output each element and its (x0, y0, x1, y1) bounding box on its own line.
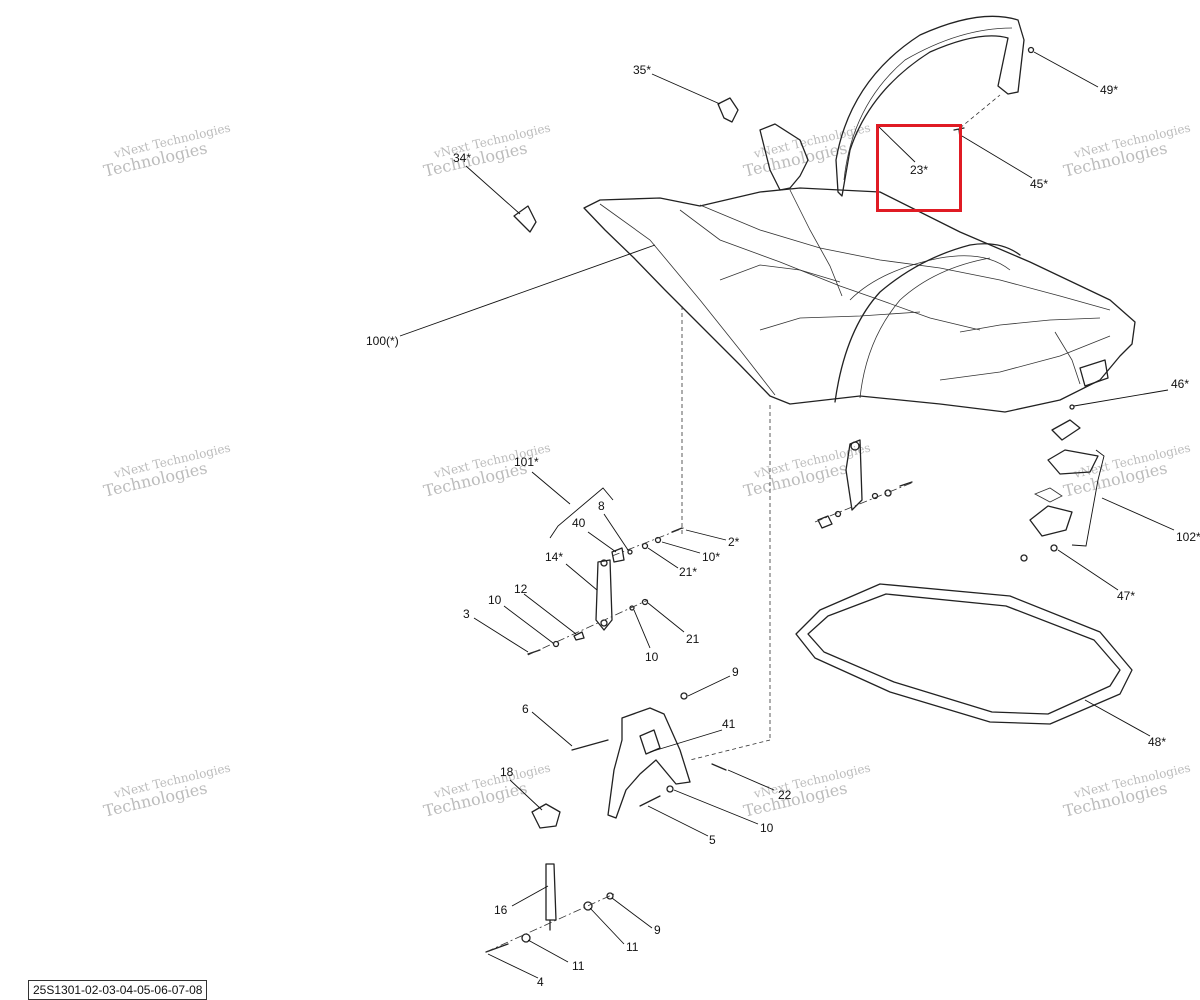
callout-3: 3 (463, 607, 470, 621)
watermark: vNext Technologies Technologies (102, 760, 232, 820)
support-bracket-part-41[interactable] (571, 692, 727, 819)
callout-18: 18 (500, 765, 514, 779)
callout-10-star: 10* (702, 550, 720, 564)
callout-8: 8 (598, 499, 605, 513)
screw-part-49[interactable] (1027, 46, 1035, 54)
seal-part-48[interactable] (795, 583, 1133, 725)
callout-10: 10 (645, 650, 659, 664)
callout-21: 21 (686, 632, 700, 646)
callout-23[interactable]: 23* (910, 163, 928, 177)
callout-45: 45* (1030, 177, 1048, 191)
callout-10: 10 (488, 593, 502, 607)
latch-part-102[interactable] (1020, 419, 1099, 562)
diagram-reference-code: 25S1301-02-03-04-05-06-07-08 (28, 980, 208, 1000)
leader-lines (399, 51, 1175, 979)
clamp-part-18[interactable] (531, 803, 561, 829)
watermark: vNext Technologies Technologies (422, 440, 552, 500)
watermark: vNext Technologies Technologies (102, 440, 232, 500)
washer-part-46[interactable] (1069, 404, 1075, 410)
seat-part[interactable] (583, 123, 1136, 413)
callout-34: 34* (453, 151, 471, 165)
watermark: vNext Technologies Technologies (422, 760, 552, 820)
cap-part-35[interactable] (717, 97, 739, 123)
watermark: vNext Technologies Technologies (1062, 440, 1192, 500)
callout-5: 5 (709, 833, 716, 847)
callout-40: 40 (572, 516, 586, 530)
callout-48: 48* (1148, 735, 1166, 749)
callout-10: 10 (760, 821, 774, 835)
bracket-group-101 (549, 487, 614, 539)
callout-46: 46* (1171, 377, 1189, 391)
link-arm-part-14[interactable] (595, 559, 613, 631)
callout-labels: 35* 34* 100(*) 23* 49* 45* 46* 102* 47* … (366, 63, 1200, 989)
callout-9: 9 (654, 923, 661, 937)
callout-14: 14* (545, 550, 563, 564)
callout-12: 12 (514, 582, 528, 596)
callout-2: 2* (728, 535, 740, 549)
strap-part[interactable] (835, 15, 1025, 197)
callout-21-star: 21* (679, 565, 697, 579)
callout-16: 16 (494, 903, 508, 917)
callout-41: 41 (722, 717, 736, 731)
callout-22: 22 (778, 788, 792, 802)
watermark: vNext Technologies Technologies (422, 120, 552, 180)
watermarks: vNext Technologies Technologies vNext Te… (102, 120, 1192, 820)
callout-49: 49* (1100, 83, 1118, 97)
callout-101: 101* (514, 455, 539, 469)
watermark: vNext Technologies Technologies (1062, 120, 1192, 180)
callout-11: 11 (626, 940, 639, 954)
callout-6: 6 (522, 702, 529, 716)
hinge-part[interactable] (817, 439, 913, 529)
selected-part-highlight[interactable] (876, 124, 962, 212)
callout-4: 4 (537, 975, 544, 989)
watermark: vNext Technologies Technologies (102, 120, 232, 180)
callout-100: 100(*) (366, 334, 399, 348)
watermark: vNext Technologies Technologies (742, 760, 872, 820)
callout-35: 35* (633, 63, 651, 77)
watermark: vNext Technologies Technologies (1062, 760, 1192, 820)
callout-47: 47* (1117, 589, 1135, 603)
watermark: vNext Technologies Technologies (742, 120, 872, 180)
cap-part-34[interactable] (513, 205, 537, 233)
small-parts-3-12-10[interactable] (527, 598, 649, 655)
callout-102: 102* (1176, 530, 1200, 544)
callout-11: 11 (572, 959, 585, 973)
small-parts-40-8[interactable] (611, 527, 683, 563)
callout-9: 9 (732, 665, 739, 679)
small-parts-5-10[interactable] (639, 785, 674, 807)
gas-spring-part-16[interactable] (545, 863, 557, 931)
